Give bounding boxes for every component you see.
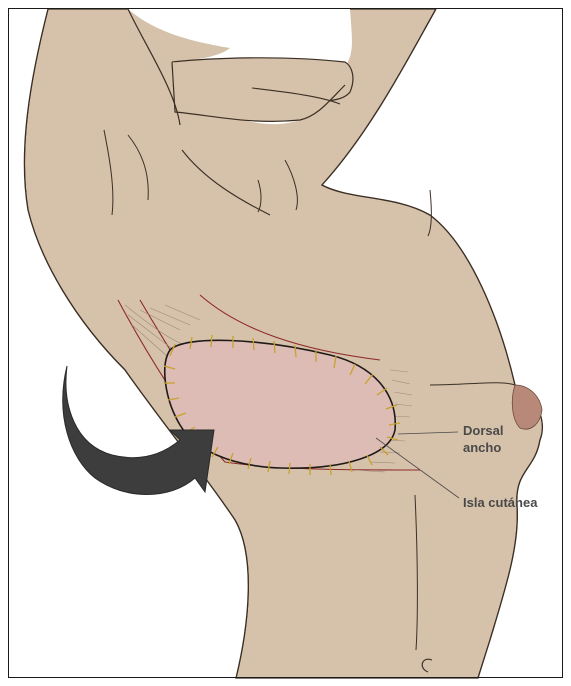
label-dorsal-ancho-line2: ancho [463, 440, 501, 455]
label-dorsal-ancho-line1: Dorsal [463, 423, 503, 438]
label-isla-cutanea: Isla cutánea [463, 495, 538, 510]
